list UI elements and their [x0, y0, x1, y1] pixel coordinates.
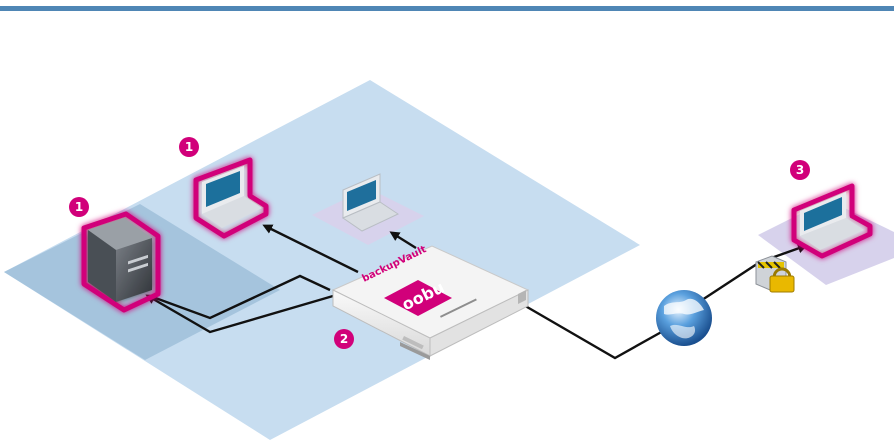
callout-badge-appliance: 2 — [334, 329, 354, 349]
callout-number: 1 — [185, 140, 193, 154]
link-appliance-to-laptop — [262, 224, 359, 274]
callout-badge-server: 1 — [69, 197, 89, 217]
callout-number: 2 — [340, 332, 348, 346]
link-appliance-to-secondary-laptop — [389, 231, 417, 250]
padlock-icon — [755, 255, 795, 293]
laptop-icon[interactable] — [193, 157, 269, 239]
callout-number: 1 — [75, 200, 83, 214]
link-appliance-to-server — [145, 294, 334, 334]
header-bar — [0, 6, 894, 11]
link-appliance-to-internet — [514, 298, 666, 360]
callout-badge-laptop: 1 — [179, 137, 199, 157]
globe-icon — [656, 290, 712, 346]
callout-badge-remote: 3 — [790, 160, 810, 180]
laptop-icon[interactable] — [791, 183, 873, 259]
laptop-icon[interactable] — [341, 173, 400, 232]
tower-server-icon[interactable] — [81, 211, 161, 313]
link-appliance-to-server-upper — [149, 274, 331, 320]
callout-number: 3 — [796, 163, 804, 177]
